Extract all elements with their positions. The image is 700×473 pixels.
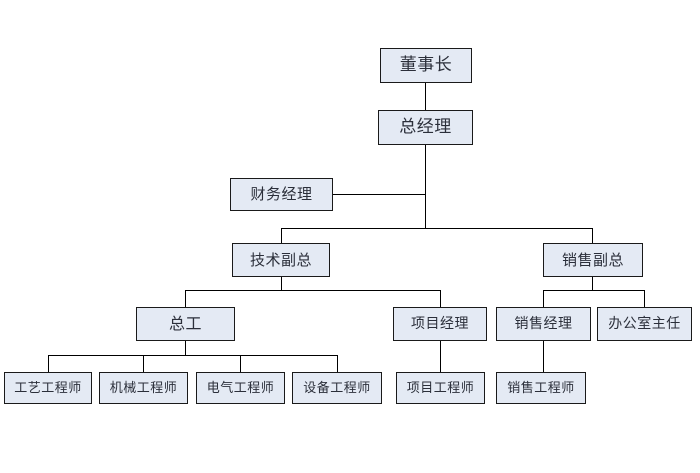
node-chief-engineer[interactable]: 总工 bbox=[136, 307, 235, 341]
node-office-director[interactable]: 办公室主任 bbox=[597, 307, 692, 341]
node-vp-technology[interactable]: 技术副总 bbox=[232, 243, 330, 277]
connector-vp-sales-branch-bar bbox=[543, 290, 645, 291]
node-office-director-label: 办公室主任 bbox=[608, 316, 681, 332]
node-sales-engineer-label: 销售工程师 bbox=[507, 380, 575, 396]
node-process-engineer-label: 工艺工程师 bbox=[14, 380, 82, 396]
connector-chairman-to-gm bbox=[425, 83, 426, 110]
node-chairman[interactable]: 董事长 bbox=[380, 48, 472, 83]
connector-gm-branch-bar bbox=[281, 228, 593, 229]
node-sales-engineer[interactable]: 销售工程师 bbox=[496, 372, 586, 404]
node-electrical-engineer-label: 电气工程师 bbox=[206, 380, 275, 396]
node-finance-manager-label: 财务经理 bbox=[250, 185, 313, 203]
node-chief-engineer-label: 总工 bbox=[168, 314, 202, 333]
node-project-engineer[interactable]: 项目工程师 bbox=[396, 372, 485, 404]
node-process-engineer[interactable]: 工艺工程师 bbox=[4, 372, 92, 404]
connector-gm-to-finance bbox=[333, 194, 426, 195]
connector-chief-engineer-stem bbox=[185, 341, 186, 355]
connector-sales-manager-to-engineer bbox=[543, 341, 544, 372]
node-sales-manager[interactable]: 销售经理 bbox=[496, 307, 591, 341]
connector-gm-trunk bbox=[425, 145, 426, 228]
node-vp-sales[interactable]: 销售副总 bbox=[543, 243, 643, 277]
node-project-engineer-label: 项目工程师 bbox=[406, 380, 475, 396]
node-equipment-engineer[interactable]: 设备工程师 bbox=[292, 372, 382, 404]
connector-drop-to-equipment-engineer bbox=[337, 355, 338, 372]
node-general-manager-label: 总经理 bbox=[399, 117, 452, 137]
node-project-manager[interactable]: 项目经理 bbox=[393, 307, 487, 341]
connector-vp-technology-branch-bar bbox=[185, 290, 440, 291]
connector-engineers-bar bbox=[48, 355, 338, 356]
node-general-manager[interactable]: 总经理 bbox=[378, 110, 473, 145]
connector-drop-to-office-director bbox=[644, 290, 645, 307]
connector-drop-to-project-manager bbox=[440, 290, 441, 307]
node-mechanical-engineer[interactable]: 机械工程师 bbox=[99, 372, 188, 404]
connector-vp-technology-stem bbox=[281, 277, 282, 290]
connector-drop-to-mechanical-engineer bbox=[143, 355, 144, 372]
connector-drop-to-vp-technology bbox=[281, 228, 282, 243]
connector-drop-to-sales-manager bbox=[543, 290, 544, 307]
node-electrical-engineer[interactable]: 电气工程师 bbox=[196, 372, 285, 404]
node-vp-sales-label: 销售副总 bbox=[561, 250, 624, 269]
node-vp-technology-label: 技术副总 bbox=[249, 250, 312, 269]
connector-drop-to-electrical-engineer bbox=[240, 355, 241, 372]
node-sales-manager-label: 销售经理 bbox=[514, 316, 573, 332]
node-finance-manager[interactable]: 财务经理 bbox=[230, 178, 333, 211]
connector-vp-sales-stem bbox=[592, 277, 593, 290]
node-project-manager-label: 项目经理 bbox=[411, 316, 469, 332]
connector-project-manager-to-engineer bbox=[440, 341, 441, 372]
node-mechanical-engineer-label: 机械工程师 bbox=[109, 380, 178, 396]
connector-drop-to-process-engineer bbox=[48, 355, 49, 372]
connector-drop-to-vp-sales bbox=[592, 228, 593, 243]
connector-drop-to-chief-engineer bbox=[185, 290, 186, 307]
node-equipment-engineer-label: 设备工程师 bbox=[303, 380, 371, 396]
node-chairman-label: 董事长 bbox=[399, 55, 453, 75]
